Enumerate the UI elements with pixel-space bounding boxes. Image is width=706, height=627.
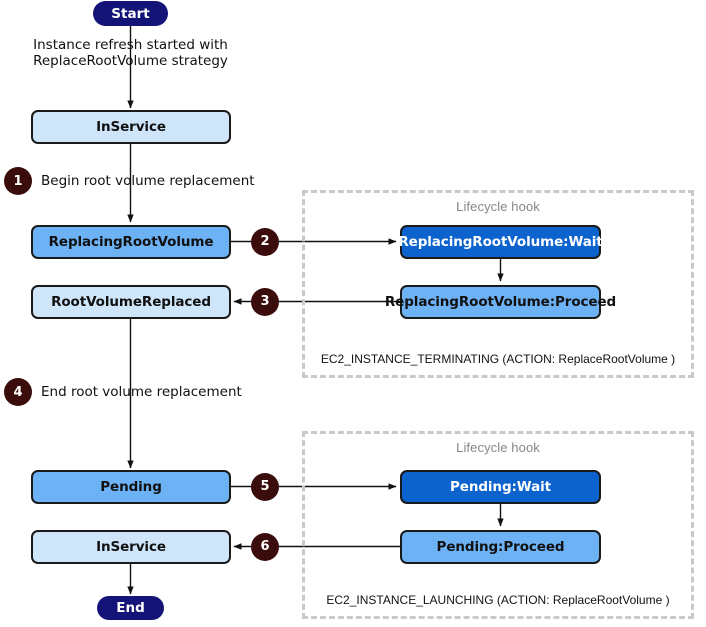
edge-label-end-replacement: End root volume replacement [41,384,242,400]
lifecycle-hook-caption: EC2_INSTANCE_LAUNCHING (ACTION: ReplaceR… [326,593,670,607]
start-terminal[interactable]: Start [93,1,168,26]
lifecycle-hook-group-terminating: Lifecycle hook EC2_INSTANCE_TERMINATING … [302,190,694,378]
state-label: InService [96,119,166,135]
lifecycle-hook-group-launching: Lifecycle hook EC2_INSTANCE_LAUNCHING (A… [302,431,694,619]
state-inservice-bottom[interactable]: InService [31,530,231,564]
step-badge-6[interactable]: 6 [251,532,279,561]
hook-state-replacing-root-volume-wait[interactable]: ReplacingRootVolume:Wait [398,225,603,259]
start-terminal-label: Start [111,5,150,22]
edge-label-start-to-inservice: Instance refresh started with ReplaceRoo… [33,37,228,69]
state-label: ReplacingRootVolume [48,234,214,250]
hook-state-label: Pending:Proceed [436,539,565,555]
lifecycle-hook-title: Lifecycle hook [456,199,540,214]
step-badge-2[interactable]: 2 [251,227,279,256]
step-badge-label: 6 [260,539,270,554]
step-badge-4[interactable]: 4 [4,378,32,406]
step-badge-3[interactable]: 3 [251,287,279,316]
state-pending[interactable]: Pending [31,470,231,504]
step-badge-5[interactable]: 5 [251,472,279,501]
state-inservice-top[interactable]: InService [31,110,231,144]
hook-state-replacing-root-volume-proceed[interactable]: ReplacingRootVolume:Proceed [385,285,616,319]
hook-state-pending-wait[interactable]: Pending:Wait [400,470,601,504]
end-terminal[interactable]: End [97,596,164,620]
step-badge-label: 1 [13,173,23,189]
step-badge-1[interactable]: 1 [4,167,32,195]
end-terminal-label: End [116,600,145,616]
state-label: RootVolumeReplaced [51,294,211,310]
state-label: InService [96,539,166,555]
edge-label-begin-replacement: Begin root volume replacement [41,173,255,189]
step-badge-label: 2 [260,234,270,249]
state-replacing-root-volume[interactable]: ReplacingRootVolume [31,225,231,259]
lifecycle-hook-caption: EC2_INSTANCE_TERMINATING (ACTION: Replac… [320,352,676,366]
hook-state-pending-proceed[interactable]: Pending:Proceed [400,530,601,564]
step-badge-label: 5 [260,479,270,494]
step-badge-label: 4 [13,384,23,400]
hook-state-label: ReplacingRootVolume:Wait [398,234,603,250]
state-label: Pending [100,479,162,495]
hook-state-label: ReplacingRootVolume:Proceed [384,294,617,310]
step-badge-label: 3 [260,294,270,309]
state-root-volume-replaced[interactable]: RootVolumeReplaced [31,285,231,319]
lifecycle-hook-title: Lifecycle hook [456,440,540,455]
hook-state-label: Pending:Wait [449,479,552,495]
